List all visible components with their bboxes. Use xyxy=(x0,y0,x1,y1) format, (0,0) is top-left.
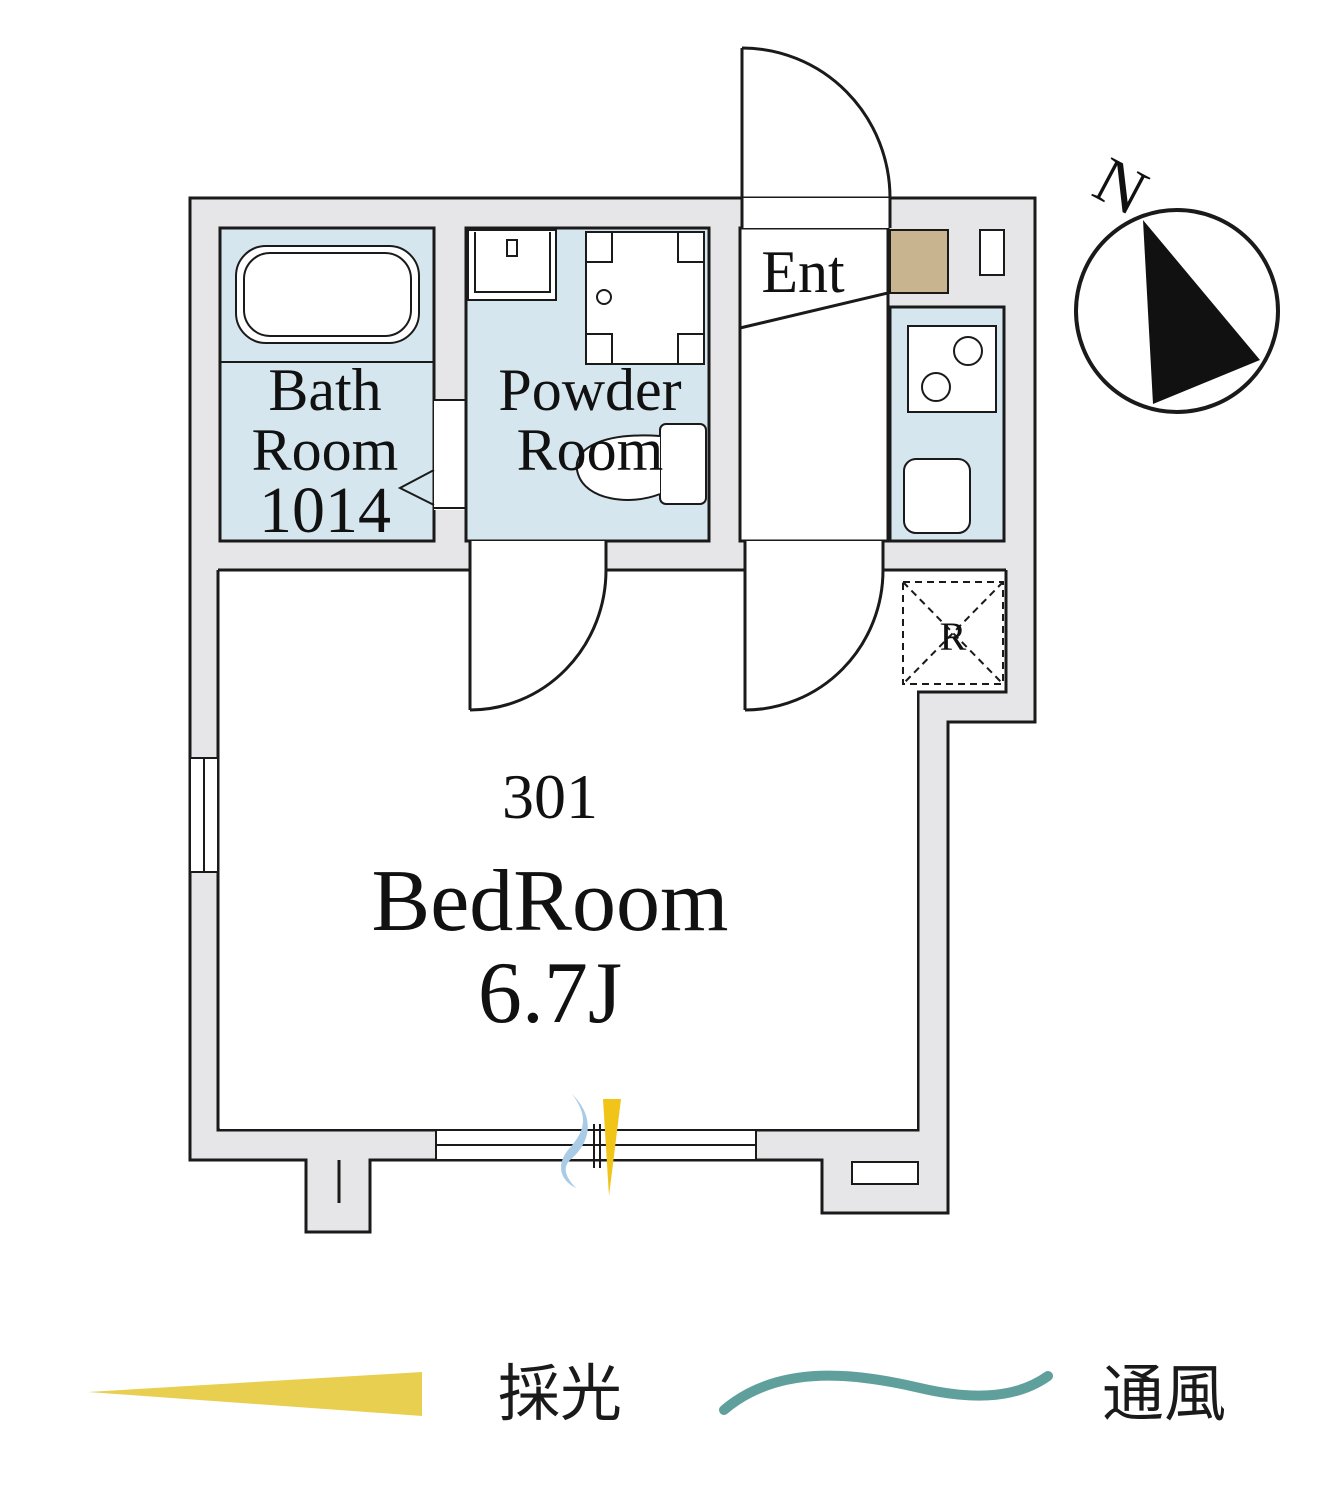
stove xyxy=(907,325,997,413)
powder-label-line2: Room xyxy=(517,417,664,483)
faucet xyxy=(506,239,518,257)
drain xyxy=(596,289,612,305)
upper-outline xyxy=(190,196,1037,570)
washer-pan-corners xyxy=(586,232,704,364)
bedroom-label: BedRoom xyxy=(372,853,729,950)
legend: 採光 通風 xyxy=(88,1357,1226,1430)
airflow-marker xyxy=(561,1094,588,1188)
powder-door-swing xyxy=(469,541,608,712)
burner-1 xyxy=(953,336,983,366)
light-marker xyxy=(603,1099,621,1196)
bath-label-line2: Room xyxy=(252,417,399,483)
entrance-door-opening xyxy=(742,198,890,228)
shoe-box xyxy=(889,229,949,294)
toilet-tank xyxy=(659,423,707,505)
powder-door-opening xyxy=(470,541,606,573)
refrigerator-space xyxy=(902,581,1004,685)
bath-label-line1: Bath xyxy=(268,357,381,423)
toilet-bowl xyxy=(575,434,661,501)
compass: N xyxy=(1074,143,1280,414)
bath-folding-door xyxy=(397,469,435,506)
legend-light-label: 採光 xyxy=(498,1357,622,1430)
balcony-outdoor-unit xyxy=(851,1161,919,1185)
meter-box xyxy=(979,229,1005,276)
unit-number: 301 xyxy=(502,761,598,832)
north-arrow-icon xyxy=(1143,220,1260,404)
washbasin-bowl xyxy=(474,232,551,293)
legend-light-icon xyxy=(88,1372,422,1416)
powder-label-line1: Powder xyxy=(498,357,681,423)
legend-wind-icon xyxy=(719,1370,1053,1415)
window-mullion xyxy=(593,1124,601,1168)
burner-2 xyxy=(921,372,951,402)
entrance-door-swing xyxy=(741,46,892,199)
refrigerator-label: R xyxy=(940,614,967,659)
bathtub xyxy=(235,245,420,344)
bedroom xyxy=(220,572,917,1129)
washbasin xyxy=(467,229,557,301)
bath-door-gap xyxy=(434,400,466,510)
bath-label-line3: 1014 xyxy=(259,474,391,547)
bedroom-door-swing xyxy=(744,541,885,712)
entrance-label: Ent xyxy=(761,239,845,305)
bedroom-door-opening xyxy=(745,541,883,573)
bathtub-inner xyxy=(243,252,412,337)
legend-wind-label: 通風 xyxy=(1102,1357,1226,1430)
sink xyxy=(903,458,971,534)
bedroom-size: 6.7J xyxy=(478,945,622,1042)
